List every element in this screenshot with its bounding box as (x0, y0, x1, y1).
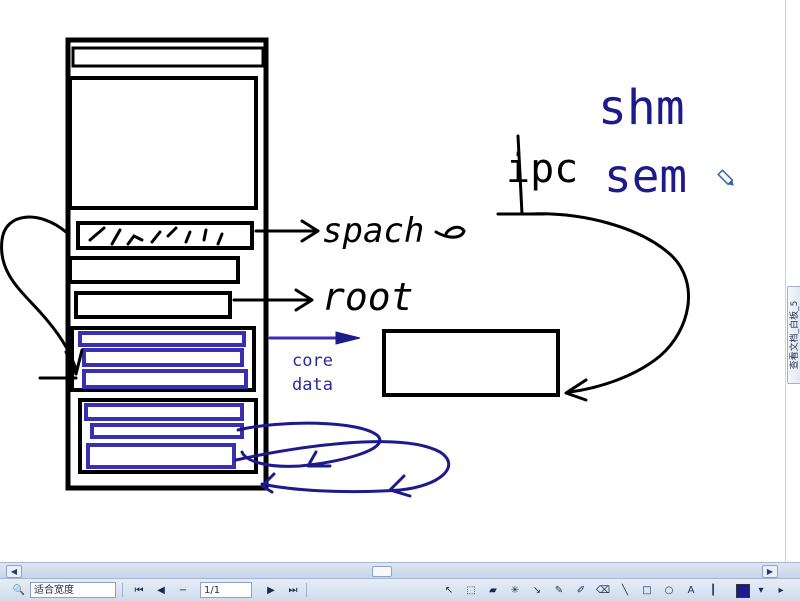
marker-icon: ✐ (576, 585, 586, 596)
marker-tool-button[interactable]: ✐ (572, 582, 590, 600)
data-row-2 (90, 423, 244, 439)
pointer-icon: ↖ (444, 585, 454, 596)
ellipse-icon: ○ (664, 585, 674, 596)
whiteboard-canvas[interactable]: spach root ipc shm sem core data (0, 0, 785, 562)
blue-loop-lower-tail (260, 472, 276, 494)
color-dropdown-button[interactable]: ▾ (752, 582, 770, 600)
scroll-left-icon: ◀ (10, 567, 18, 576)
left-loop-arrowhead (64, 348, 84, 376)
core-row-2 (82, 348, 244, 367)
spach-label: spach (322, 211, 424, 251)
text-icon: A (687, 585, 695, 596)
target-box (382, 329, 560, 397)
minus-icon: − (178, 585, 188, 596)
scroll-right-icon: ▶ (766, 567, 774, 576)
document-tab-label: 查看文档_白板_5 (790, 300, 800, 370)
line-icon: ╲ (621, 585, 629, 596)
core-row-1 (78, 331, 246, 347)
laser-icon: ✳ (510, 585, 520, 596)
highlight-icon: ▰ (489, 585, 497, 596)
arrow-icon: ↘ (532, 585, 542, 596)
root-arrow (232, 288, 314, 312)
rectangle-icon: □ (642, 585, 652, 596)
data-row-3 (86, 443, 236, 469)
side-panel: 查看文档_白板_5 (785, 0, 800, 562)
header-segment (71, 46, 265, 68)
bottom-toolbar: 🔍 适合宽度 ⏮ ◀ − 1/1 ▶ ⏭ ↖ ⬚ ▰ ✳ ↘ ✎ ✐ ⌫ ╲ □… (0, 578, 800, 601)
highlight-tool-button[interactable]: ▰ (484, 582, 502, 600)
laser-tool-button[interactable]: ✳ (506, 582, 524, 600)
text-tool-button[interactable]: A (682, 582, 700, 600)
pen-cursor-icon (717, 169, 734, 186)
select-icon: ⬚ (466, 585, 476, 596)
zoom-select[interactable]: 适合宽度 (30, 582, 116, 598)
spacing-segment (76, 221, 254, 250)
document-tab[interactable]: 查看文档_白板_5 (787, 286, 800, 384)
first-page-icon: ⏮ (134, 585, 144, 596)
magnifier-icon: 🔍 (12, 585, 26, 596)
first-page-button[interactable]: ⏮ (130, 582, 148, 600)
spach-arrow (254, 219, 320, 243)
toolbar-divider (122, 583, 123, 597)
core-block-outline (70, 326, 256, 392)
line-width-icon: ┃ (709, 585, 717, 596)
core-arrowhead (335, 331, 361, 345)
zoom-out-button[interactable]: − (174, 582, 192, 600)
page-number-field[interactable]: 1/1 (200, 582, 252, 598)
data-block-outline (78, 398, 258, 474)
large-segment (68, 76, 258, 210)
data-label: data (292, 375, 333, 395)
blue-loop-upper-tick (306, 450, 332, 468)
eraser-tool-button[interactable]: ⌫ (594, 582, 612, 600)
sem-label: sem (604, 149, 687, 203)
line-width-button[interactable]: ┃ (704, 582, 722, 600)
ipc-curve-arrowhead (564, 378, 588, 402)
next-page-icon: ▶ (267, 585, 275, 596)
scroll-left-button[interactable]: ◀ (6, 565, 22, 578)
select-tool-button[interactable]: ⬚ (462, 582, 480, 600)
root-label: root (322, 275, 414, 319)
toolbar-divider (306, 583, 307, 597)
whiteboard-drawing: spach root ipc shm sem core data (0, 37, 734, 498)
shm-label: shm (598, 80, 685, 136)
blue-loop-lower-tick (388, 474, 412, 498)
spacing-scribble (88, 226, 224, 246)
left-loop-arrow (0, 215, 78, 372)
chevron-down-icon: ▾ (758, 585, 764, 596)
more-icon: ▸ (778, 585, 784, 596)
scroll-right-button[interactable]: ▶ (762, 565, 778, 578)
last-page-icon: ⏭ (288, 585, 298, 596)
ellipse-tool-button[interactable]: ○ (660, 582, 678, 600)
prev-page-icon: ◀ (157, 585, 165, 596)
more-tools-button[interactable]: ▸ (772, 582, 790, 600)
blue-loop-upper (236, 421, 382, 468)
color-swatch-icon[interactable] (736, 584, 750, 598)
rect-tool-button[interactable]: □ (638, 582, 656, 600)
spach-underline (434, 225, 466, 239)
core-row-3 (82, 369, 248, 389)
pen-icon: ✎ (554, 585, 564, 596)
horizontal-scrollbar[interactable]: ◀ ▶ (0, 562, 800, 579)
core-label: core (292, 351, 333, 371)
fit-options-button[interactable]: 🔍 (10, 582, 28, 600)
scroll-thumb[interactable] (372, 566, 392, 577)
blue-loop-lower (234, 440, 451, 494)
next-page-button[interactable]: ▶ (262, 582, 280, 600)
eraser-icon: ⌫ (595, 585, 611, 596)
ipc-label: ipc (506, 146, 578, 192)
ipc-curve-arrow (528, 212, 691, 394)
mid-segment (68, 256, 240, 284)
line-tool-button[interactable]: ╲ (616, 582, 634, 600)
prev-page-button[interactable]: ◀ (152, 582, 170, 600)
data-row-1 (84, 403, 244, 421)
pointer-tool-button[interactable]: ↖ (440, 582, 458, 600)
root-segment (74, 291, 232, 319)
last-page-button[interactable]: ⏭ (284, 582, 302, 600)
arrow-tool-button[interactable]: ↘ (528, 582, 546, 600)
pen-tool-button[interactable]: ✎ (550, 582, 568, 600)
